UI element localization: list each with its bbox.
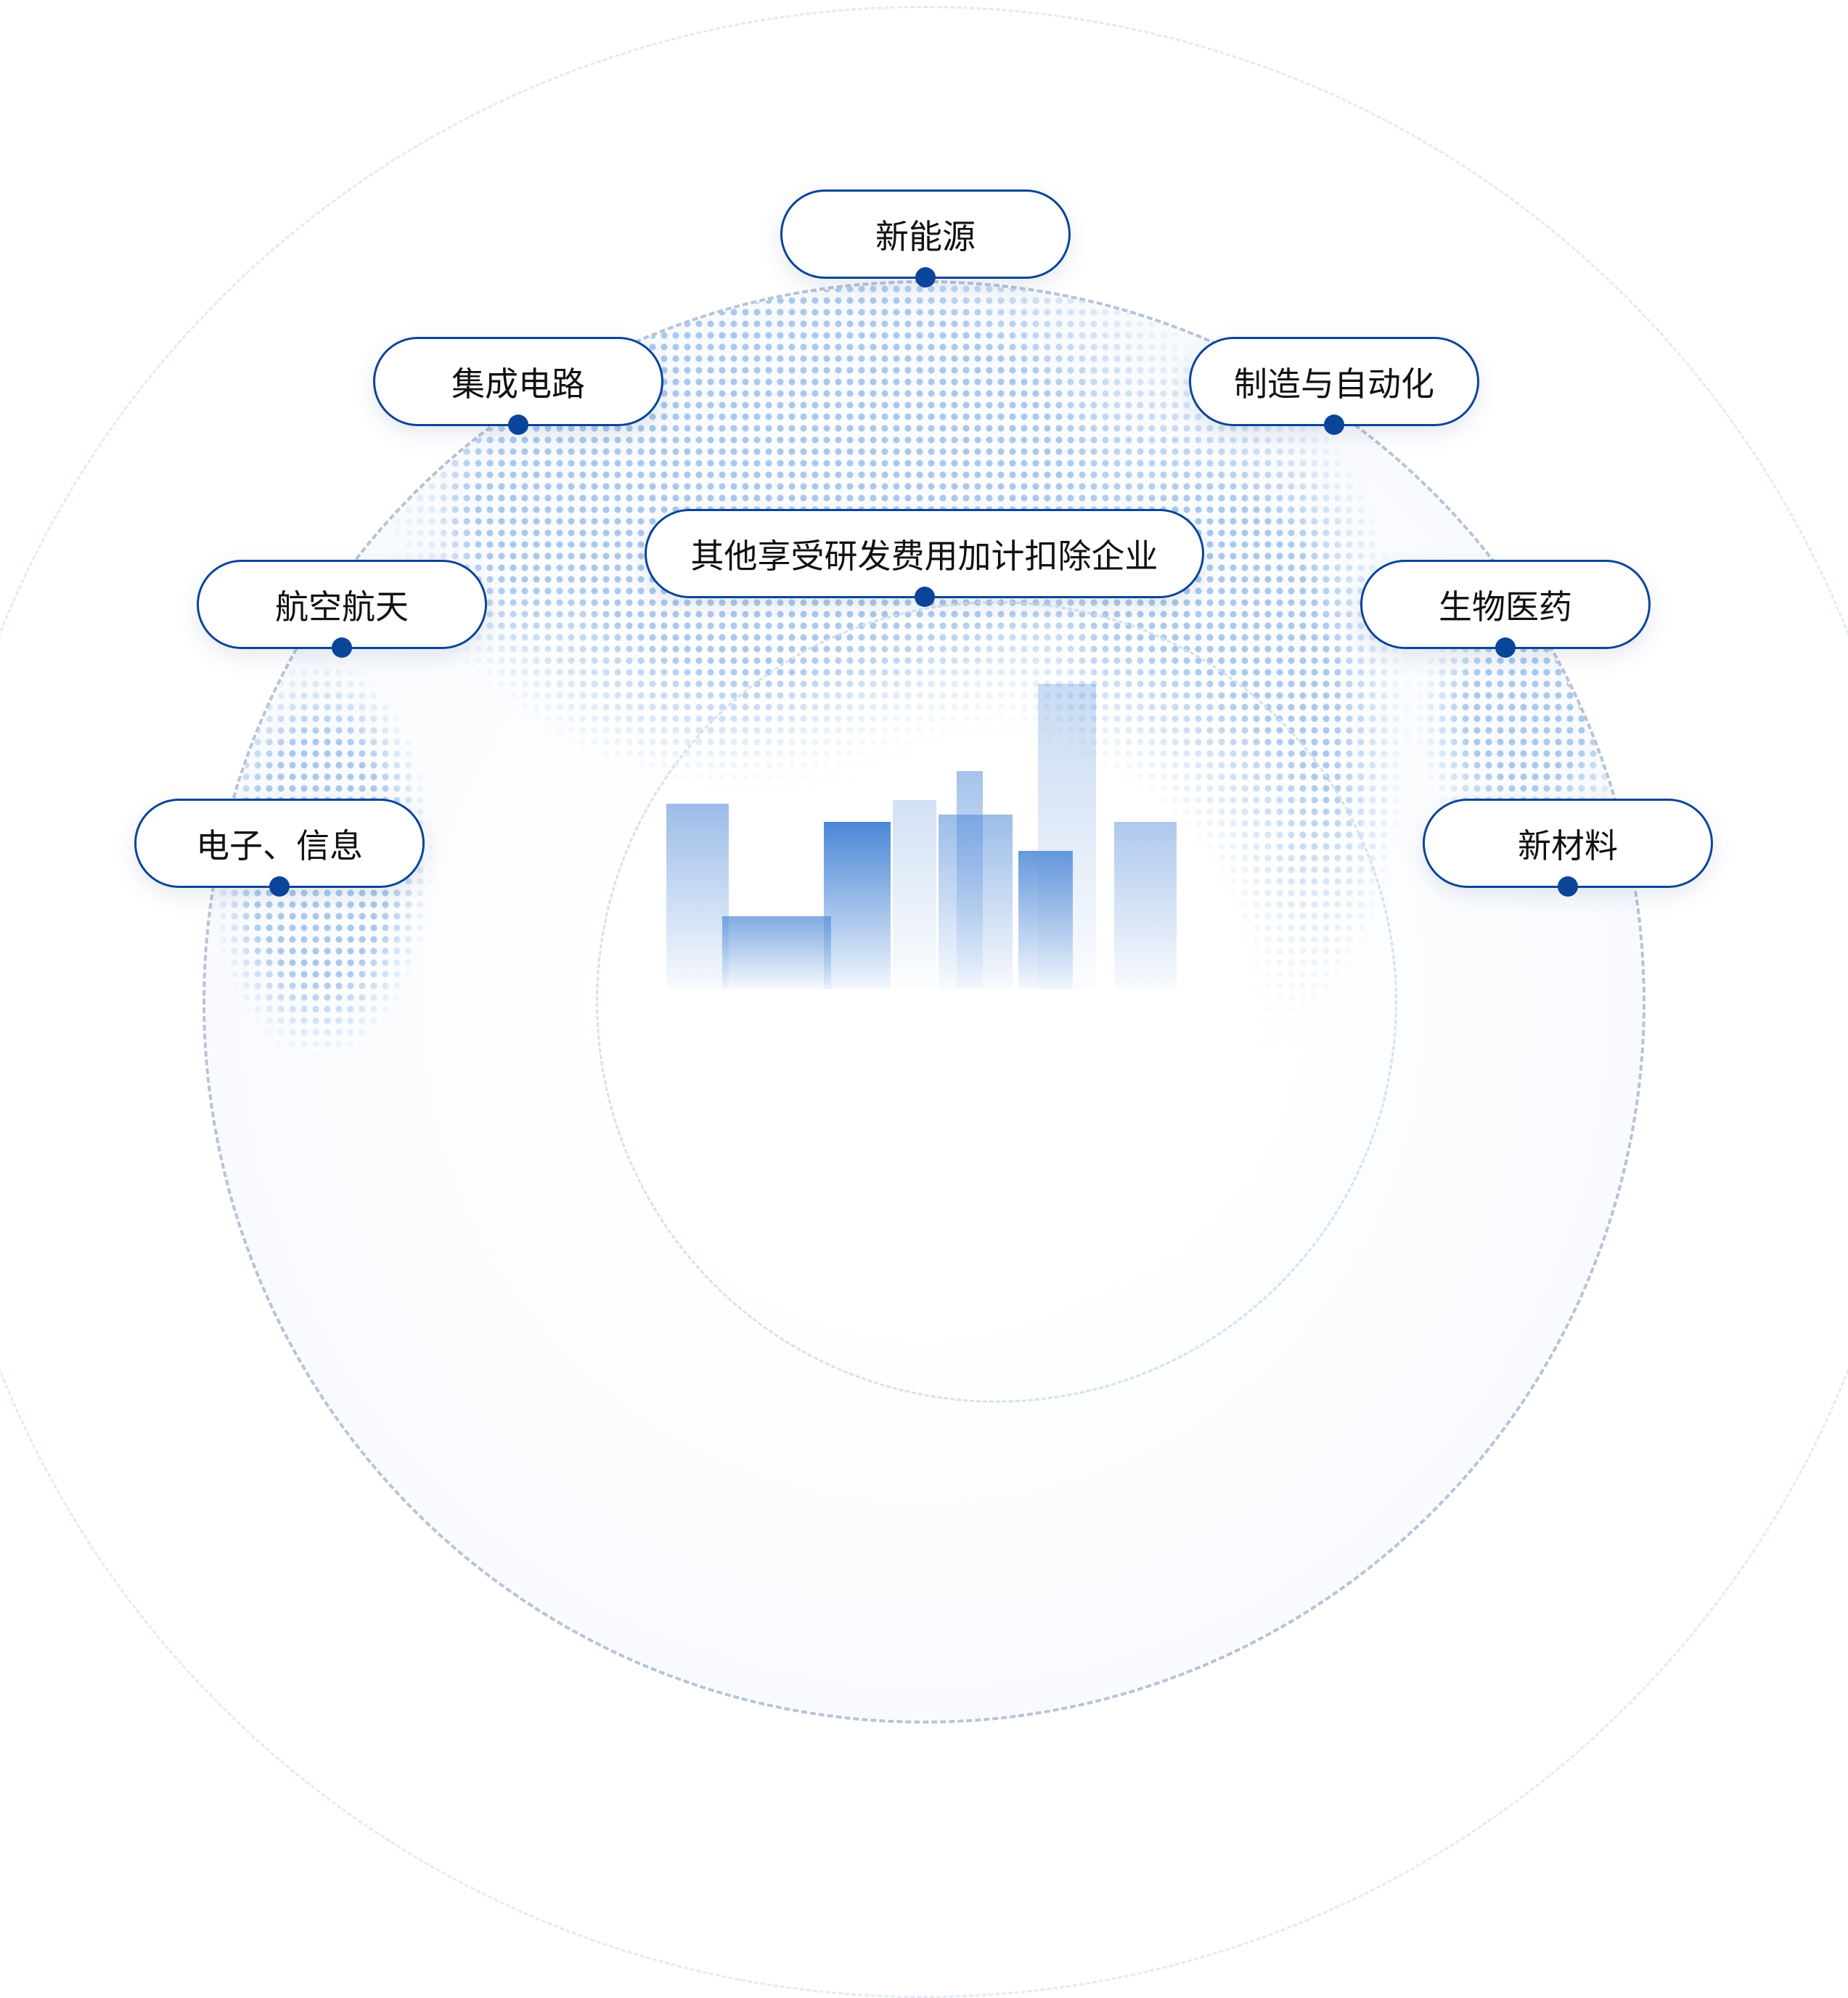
node-dot [332, 637, 352, 658]
building [722, 916, 831, 989]
node-dot [508, 415, 528, 435]
industry-label: 新能源 [875, 216, 976, 256]
center-label: 其他享受研发费用加计扣除企业 [690, 536, 1158, 576]
building [1114, 822, 1177, 989]
center-label-pill: 其他享受研发费用加计扣除企业 [645, 509, 1204, 607]
node-dot [914, 587, 935, 607]
node-dot [1558, 876, 1578, 897]
industry-label: 新材料 [1518, 825, 1618, 865]
node-dot [1495, 637, 1516, 658]
industry-new-energy: 新能源 [780, 189, 1071, 288]
industry-label: 制造与自动化 [1234, 364, 1434, 404]
building [1038, 684, 1096, 989]
industry-biomedicine: 生物医药 [1360, 560, 1651, 658]
node-dot [915, 267, 936, 288]
industry-label: 集成电路 [451, 364, 585, 404]
industry-aerospace: 航空航天 [197, 560, 487, 658]
building [893, 800, 936, 989]
industry-label: 航空航天 [275, 587, 409, 627]
industry-label: 生物医药 [1439, 587, 1572, 627]
node-dot [269, 876, 290, 897]
industry-electronics-information: 电子、信息 [134, 799, 425, 897]
building [666, 804, 729, 989]
building [957, 771, 983, 989]
node-dot [1324, 415, 1344, 435]
industry-manufacturing-automation: 制造与自动化 [1189, 337, 1479, 435]
industry-label: 电子、信息 [196, 825, 363, 865]
inner-dashed-ring [596, 601, 1397, 1403]
building [824, 822, 891, 989]
building [1018, 851, 1073, 989]
industry-new-materials: 新材料 [1423, 799, 1713, 897]
industry-integrated-circuit: 集成电路 [373, 337, 663, 435]
